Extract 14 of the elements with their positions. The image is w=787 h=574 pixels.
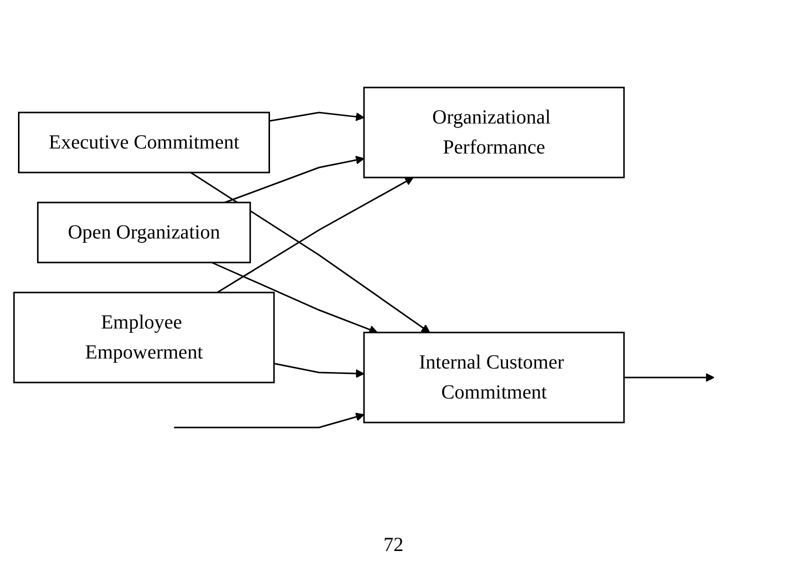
arrow	[268, 112, 364, 122]
arrow	[273, 362, 364, 378]
arrow	[190, 172, 430, 333]
node-box: Organizational Performance	[362, 86, 624, 178]
arrow	[624, 373, 714, 382]
arrow	[224, 156, 364, 204]
arrow	[174, 412, 364, 428]
node-box: Executive Commitment	[17, 112, 270, 174]
arrow	[210, 262, 378, 334]
page-number: 72	[384, 534, 404, 556]
node-box: Internal Customer Commitment	[362, 332, 624, 424]
node-box: Employee Empowerment	[12, 292, 274, 384]
arrow	[216, 177, 414, 294]
node-box: Open Organization	[36, 202, 250, 264]
